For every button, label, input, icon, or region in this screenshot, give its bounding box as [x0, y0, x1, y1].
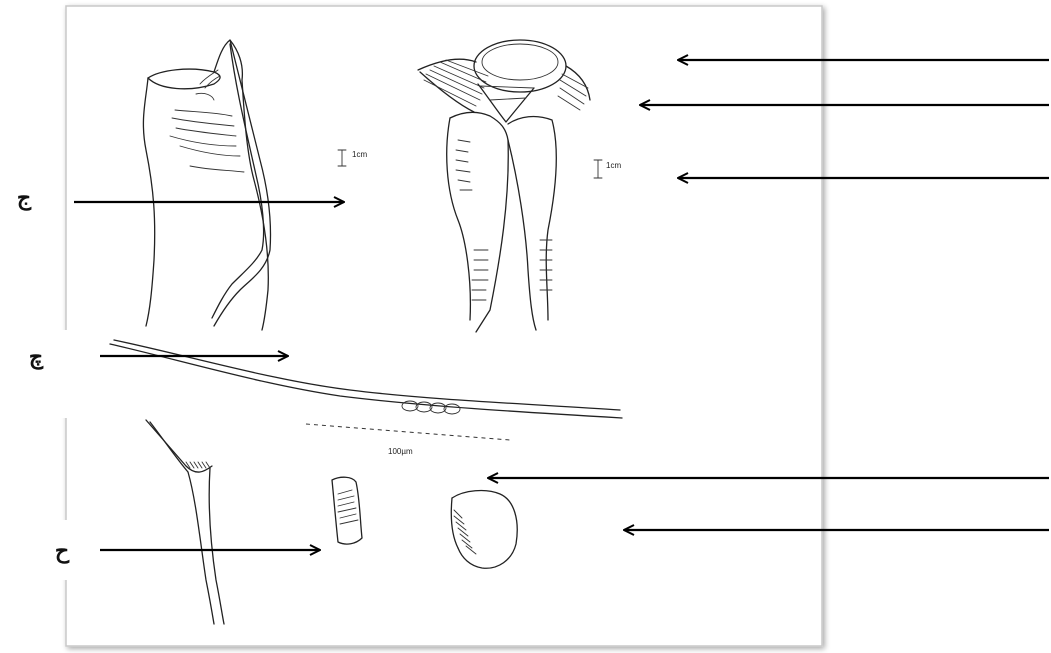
label-left-top: ج [17, 185, 32, 211]
label-left-middle: چ [29, 344, 44, 370]
scale-label-seta: 100µm [388, 447, 413, 456]
scale-label-left: 1cm [352, 150, 367, 159]
scale-label-right: 1cm [606, 161, 621, 170]
label-left-bottom: ح [55, 538, 70, 564]
label-patch-middle [40, 330, 70, 418]
